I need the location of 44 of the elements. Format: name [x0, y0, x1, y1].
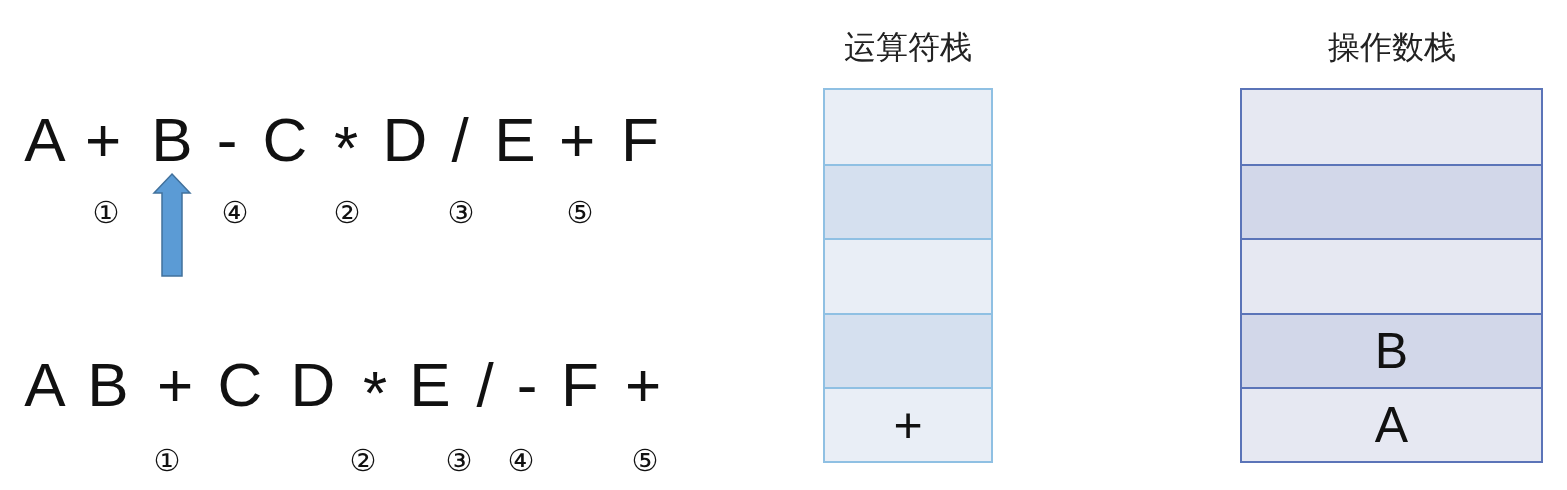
- expression-token: A: [24, 354, 66, 416]
- step-number: ③: [447, 198, 475, 228]
- step-number: ⑤: [566, 198, 594, 228]
- expression-token: C: [262, 109, 308, 171]
- expression-token: A: [24, 109, 66, 171]
- stack-cell: [825, 164, 991, 239]
- stack-title: 运算符栈: [844, 27, 972, 68]
- expression-token: D: [382, 109, 428, 171]
- expression-token: *: [362, 362, 388, 424]
- expression-token: /: [451, 109, 469, 171]
- step-number: ①: [153, 446, 181, 476]
- expression-token: E: [409, 354, 451, 416]
- step-number: ⑤: [631, 446, 659, 476]
- stack-title: 操作数栈: [1327, 27, 1456, 68]
- stack-cell: [825, 238, 991, 313]
- expression-token: -: [216, 109, 238, 171]
- stack-cell: B: [1242, 312, 1541, 387]
- step-number: ①: [92, 198, 120, 228]
- expression-token: +: [558, 109, 596, 171]
- stack-cell: [1242, 164, 1541, 239]
- stack-cell: [1242, 238, 1541, 313]
- expression-token: F: [561, 354, 599, 416]
- step-number: ④: [221, 198, 249, 228]
- expression-token: -: [516, 354, 538, 416]
- expression-token: B: [87, 354, 129, 416]
- step-number: ②: [333, 198, 361, 228]
- stack-cell: [825, 312, 991, 387]
- stack-cell: A: [1242, 386, 1541, 461]
- step-number: ②: [349, 446, 377, 476]
- stack-cell: [1242, 90, 1541, 165]
- stack-cell: +: [825, 386, 991, 461]
- expression-token: D: [290, 354, 336, 416]
- expression-token: F: [621, 109, 659, 171]
- step-number: ④: [507, 446, 535, 476]
- expression-token: B: [151, 109, 193, 171]
- expression-token: E: [494, 109, 536, 171]
- expression-token: +: [624, 354, 662, 416]
- stack-cell: [825, 90, 991, 165]
- expression-token: *: [333, 117, 359, 179]
- expression-token: C: [217, 354, 263, 416]
- expression-token: +: [84, 109, 122, 171]
- expression-token: /: [476, 354, 494, 416]
- expression-token: +: [156, 354, 194, 416]
- step-number: ③: [445, 446, 473, 476]
